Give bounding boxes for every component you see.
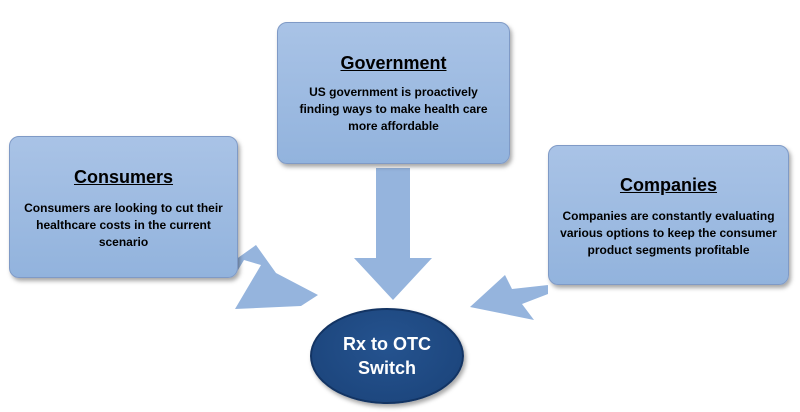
arrow-companies-to-center bbox=[470, 262, 548, 320]
arrow-government-to-center bbox=[354, 168, 432, 300]
consumers-title: Consumers bbox=[73, 167, 174, 187]
government-text: US government is proactively finding way… bbox=[299, 85, 488, 133]
companies-text: Companies are constantly evaluating vari… bbox=[560, 209, 777, 257]
consumers-box: Consumers Consumers are looking to cut t… bbox=[9, 136, 238, 278]
government-box: Government US government is proactively … bbox=[277, 22, 510, 164]
center-label: Rx to OTC Switch bbox=[343, 334, 431, 378]
consumers-text: Consumers are looking to cut their healt… bbox=[24, 201, 223, 249]
arrow-consumers-to-center bbox=[235, 245, 318, 309]
companies-title: Companies bbox=[619, 175, 718, 195]
companies-box: Companies Companies are constantly evalu… bbox=[548, 145, 789, 285]
government-title: Government bbox=[340, 53, 447, 73]
center-node: Rx to OTC Switch bbox=[310, 308, 464, 404]
